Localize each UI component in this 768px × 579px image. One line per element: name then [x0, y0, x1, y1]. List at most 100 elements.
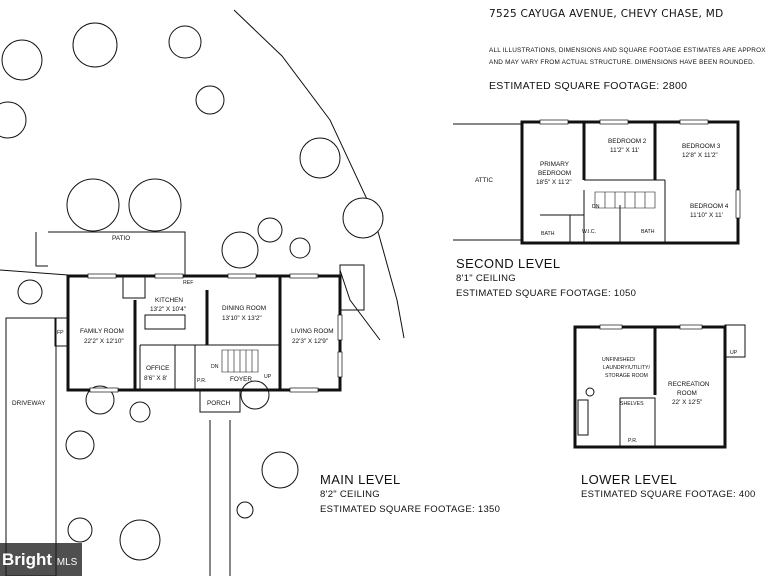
lower-exterior-walls [573, 325, 727, 449]
second-level-caption: SECOND LEVEL 8'1" CEILING ESTIMATED SQUA… [456, 256, 636, 301]
window [289, 387, 319, 393]
label-bath-2: BATH [641, 229, 655, 235]
label-bedroom-4-dims: 11'10" X 11' [690, 212, 723, 219]
label-primary-dims: 18'5" X 11'2" [536, 179, 572, 186]
main-level-ceiling: 8'2" CEILING [320, 489, 381, 500]
label-bedroom-2-dims: 11'2" X 11' [610, 147, 639, 154]
window [599, 119, 629, 125]
window [337, 314, 343, 341]
bath-walls [540, 205, 621, 243]
window [599, 324, 623, 330]
label-primary-2: BEDROOM [538, 170, 571, 177]
label-bedroom-4: BEDROOM 4 [690, 203, 729, 210]
label-unfinished-2: LAUNDRY/UTILITY/ [603, 365, 650, 371]
window [289, 273, 319, 279]
window [154, 273, 184, 279]
label-lower-up: UP [730, 350, 738, 356]
tree [168, 25, 202, 59]
label-bath-1: BATH [541, 231, 555, 237]
watermark-suffix: MLS [56, 557, 78, 568]
tree [257, 217, 283, 243]
tree [72, 22, 118, 68]
label-attic: ATTIC [475, 177, 493, 184]
site-plan [0, 9, 405, 576]
label-recreation: RECREATION [668, 381, 710, 388]
kitchen-counter [144, 314, 186, 330]
tree [17, 279, 43, 305]
trees [0, 22, 384, 561]
label-bedroom-3: BEDROOM 3 [682, 143, 721, 150]
tree [240, 380, 270, 410]
label-driveway: DRIVEWAY [12, 400, 46, 407]
lower-powder-walls [619, 397, 656, 447]
tree [1, 39, 43, 81]
label-bedroom-2: BEDROOM 2 [608, 138, 647, 145]
label-family: FAMILY ROOM [80, 328, 124, 335]
second-stairs [594, 191, 656, 209]
window [87, 273, 117, 279]
property-line [233, 9, 405, 339]
disclaimer-line-2: AND MAY VARY FROM ACTUAL STRUCTURE. DIME… [489, 59, 755, 66]
second-exterior-walls [520, 120, 740, 245]
label-recreation-dims: 22' X 12'5" [672, 399, 702, 406]
front-walk [209, 420, 231, 576]
label-powder-room: P.R. [197, 378, 206, 384]
tree [119, 519, 161, 561]
driveway-outline [5, 317, 57, 576]
label-dining: DINING ROOM [222, 305, 266, 312]
address-title: 7525 CAYUGA AVENUE, CHEVY CHASE, MD [489, 8, 724, 20]
second-level-plan: ATTIC PRIMARY BEDROOM 18'5" X 11'2" BEDR… [453, 119, 741, 245]
tree [85, 385, 115, 415]
window [227, 273, 257, 279]
patio-outline [35, 231, 186, 276]
label-kitchen-dims: 13'2" X 10'4" [150, 306, 186, 313]
lower-level-sqft: ESTIMATED SQUARE FOOTAGE: 400 [581, 489, 756, 500]
tree [299, 137, 341, 179]
window [679, 119, 709, 125]
label-ref: REF [183, 280, 193, 286]
label-recreation-2: ROOM [677, 390, 697, 397]
tree [261, 451, 299, 489]
lot-line [0, 269, 69, 276]
side-porch [339, 264, 365, 311]
second-level-title: SECOND LEVEL [456, 256, 561, 271]
main-level-sqft: ESTIMATED SQUARE FOOTAGE: 1350 [320, 504, 501, 515]
window [679, 324, 703, 330]
label-kitchen: KITCHEN [155, 297, 183, 304]
tree [289, 237, 311, 259]
label-dining-dims: 13'10" X 13'2" [222, 315, 262, 322]
window [735, 189, 741, 219]
office-walls [139, 345, 196, 390]
window [539, 119, 569, 125]
lower-level-plan: UNFINISHED/ LAUNDRY/UTILITY/ STORAGE ROO… [573, 324, 746, 449]
main-level-caption: MAIN LEVEL 8'2" CEILING ESTIMATED SQUARE… [320, 472, 500, 517]
label-patio: PATIO [112, 235, 130, 242]
second-level-sqft: ESTIMATED SQUARE FOOTAGE: 1050 [456, 288, 637, 299]
label-office: OFFICE [146, 365, 169, 372]
fireplace [54, 317, 70, 347]
lower-level-caption: LOWER LEVEL ESTIMATED SQUARE FOOTAGE: 40… [581, 472, 756, 502]
round-planter-left [66, 178, 120, 232]
window [89, 387, 119, 393]
lower-stair-well [724, 324, 746, 358]
main-level-title: MAIN LEVEL [320, 472, 401, 487]
label-bedroom-3-dims: 12'8" X 11'2" [682, 152, 718, 159]
label-main-dn: DN [211, 364, 219, 370]
label-unfinished-1: UNFINISHED/ [602, 357, 636, 363]
tree [65, 430, 95, 460]
label-lower-pr: P.R. [628, 438, 637, 444]
shelves-unit [577, 399, 589, 436]
tree [221, 231, 259, 269]
label-family-dims: 22'2" X 12'10" [84, 338, 124, 345]
front-porch [199, 389, 241, 413]
bright-mls-watermark: Bright MLS [0, 543, 82, 576]
label-wic: W.I.C. [582, 229, 596, 235]
tree [236, 501, 254, 519]
lower-level-title: LOWER LEVEL [581, 472, 678, 487]
label-second-dn: DN [592, 204, 600, 210]
tree [195, 85, 225, 115]
window [337, 351, 343, 378]
label-office-dims: 8'6" X 8' [144, 375, 167, 382]
watermark-brand: Bright [2, 550, 53, 569]
